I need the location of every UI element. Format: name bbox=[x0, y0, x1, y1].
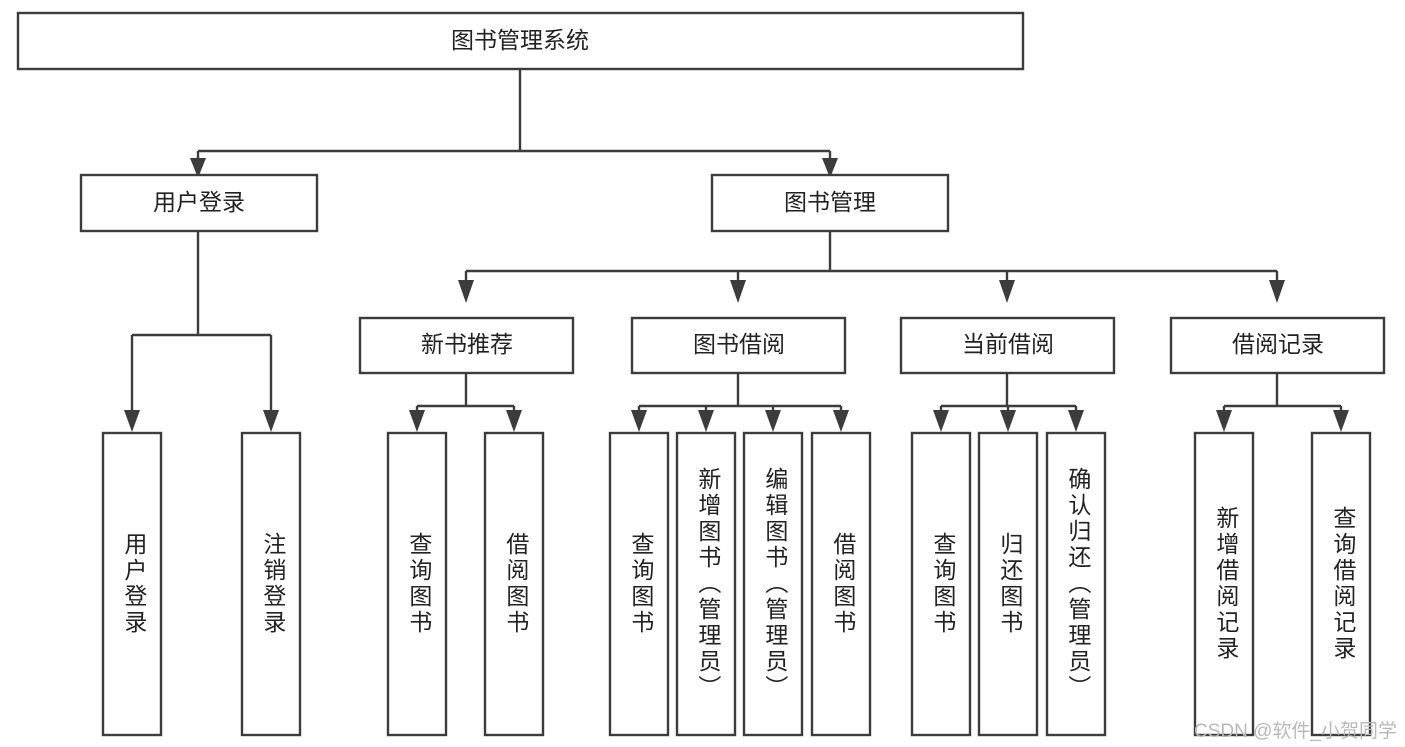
node-leaf-book-borrow-2-label: 新增图书（管理员） bbox=[695, 467, 722, 701]
node-leaf-user-login-1-label: 用户登录 bbox=[121, 532, 148, 636]
node-leaf-book-borrow-3-box[interactable] bbox=[742, 431, 804, 737]
node-root[interactable]: 图书管理系统 bbox=[16, 11, 1025, 71]
node-leaf-current-borrow-2-label: 归还图书 bbox=[997, 532, 1024, 636]
node-leaf-user-login-1-box[interactable] bbox=[101, 431, 163, 737]
arrow-leaf-bookborrow-1 bbox=[631, 410, 647, 432]
node-leaf-current-borrow-3-box[interactable] bbox=[1045, 431, 1107, 737]
arrow-bookborrow bbox=[730, 280, 746, 303]
node-leaf-current-borrow-1[interactable]: 查询图书 bbox=[910, 431, 972, 737]
node-book-borrow-label: 图书借阅 bbox=[693, 331, 785, 357]
node-leaf-new-book-rec-1[interactable]: 查询图书 bbox=[386, 431, 448, 737]
node-leaf-book-borrow-3-label: 编辑图书（管理员） bbox=[762, 467, 789, 701]
node-leaf-borrow-record-2-label: 查询借阅记录 bbox=[1330, 506, 1357, 662]
node-leaf-borrow-record-1-label: 新增借阅记录 bbox=[1213, 506, 1240, 662]
arrow-leaf-currentborrow-1 bbox=[933, 410, 949, 432]
arrow-leaf-userlogin-1 bbox=[124, 410, 140, 432]
arrow-leaf-borrowrecord-2 bbox=[1333, 410, 1349, 432]
node-book-borrow-box[interactable] bbox=[630, 316, 847, 375]
node-book-mgmt-label: 图书管理 bbox=[784, 189, 876, 215]
node-leaf-user-login-1[interactable]: 用户登录 bbox=[101, 431, 163, 737]
arrow-leaf-userlogin-2 bbox=[263, 410, 279, 432]
node-leaf-book-borrow-2[interactable]: 新增图书（管理员） bbox=[675, 431, 737, 737]
node-leaf-current-borrow-3[interactable]: 确认归还（管理员） bbox=[1045, 431, 1107, 737]
connector-layer bbox=[124, 69, 1349, 432]
node-new-book-rec-box[interactable] bbox=[358, 316, 575, 375]
node-leaf-new-book-rec-1-label: 查询图书 bbox=[406, 532, 433, 636]
node-current-borrow-box[interactable] bbox=[899, 316, 1116, 375]
node-leaf-new-book-rec-2[interactable]: 借阅图书 bbox=[483, 431, 545, 737]
arrow-leaf-newbookrec-2 bbox=[506, 410, 522, 432]
node-leaf-book-borrow-4[interactable]: 借阅图书 bbox=[810, 431, 872, 737]
node-leaf-new-book-rec-2-label: 借阅图书 bbox=[503, 532, 530, 636]
node-leaf-current-borrow-2-box[interactable] bbox=[977, 431, 1039, 737]
node-leaf-borrow-record-2[interactable]: 查询借阅记录 bbox=[1310, 431, 1372, 737]
node-leaf-user-login-2-label: 注销登录 bbox=[260, 532, 287, 636]
node-leaf-current-borrow-1-label: 查询图书 bbox=[930, 532, 957, 636]
node-user-login[interactable]: 用户登录 bbox=[79, 173, 319, 233]
node-current-borrow-label: 当前借阅 bbox=[962, 331, 1054, 357]
node-borrow-record[interactable]: 借阅记录 bbox=[1169, 316, 1386, 375]
node-leaf-current-borrow-1-box[interactable] bbox=[910, 431, 972, 737]
node-book-mgmt[interactable]: 图书管理 bbox=[710, 173, 950, 233]
node-leaf-user-login-2-box[interactable] bbox=[240, 431, 302, 737]
node-leaf-book-borrow-1[interactable]: 查询图书 bbox=[608, 431, 670, 737]
arrow-borrowrecord bbox=[1269, 280, 1285, 303]
arrow-leaf-borrowrecord-1 bbox=[1216, 410, 1232, 432]
node-leaf-current-borrow-3-label: 确认归还（管理员） bbox=[1065, 467, 1092, 701]
node-root-box[interactable] bbox=[16, 11, 1025, 71]
node-book-borrow[interactable]: 图书借阅 bbox=[630, 316, 847, 375]
node-leaf-book-borrow-4-box[interactable] bbox=[810, 431, 872, 737]
arrow-bookmgmt bbox=[822, 158, 838, 178]
arrow-leaf-bookborrow-2 bbox=[698, 410, 714, 432]
arrow-newbookrec bbox=[458, 280, 474, 303]
node-user-login-label: 用户登录 bbox=[153, 189, 245, 215]
arrow-leaf-bookborrow-3 bbox=[765, 410, 781, 432]
node-new-book-rec-label: 新书推荐 bbox=[421, 331, 513, 357]
node-leaf-user-login-2[interactable]: 注销登录 bbox=[240, 431, 302, 737]
node-leaf-book-borrow-2-box[interactable] bbox=[675, 431, 737, 737]
node-borrow-record-label: 借阅记录 bbox=[1232, 331, 1324, 357]
node-leaf-book-borrow-4-label: 借阅图书 bbox=[830, 532, 857, 636]
arrow-leaf-currentborrow-3 bbox=[1068, 410, 1084, 432]
arrow-userlogin bbox=[190, 158, 206, 178]
node-leaf-book-borrow-1-label: 查询图书 bbox=[628, 532, 655, 636]
node-leaf-book-borrow-1-box[interactable] bbox=[608, 431, 670, 737]
node-root-label: 图书管理系统 bbox=[451, 27, 589, 53]
arrow-currentborrow bbox=[999, 280, 1015, 303]
node-leaf-borrow-record-1-box[interactable] bbox=[1193, 431, 1255, 737]
node-borrow-record-box[interactable] bbox=[1169, 316, 1386, 375]
node-leaf-new-book-rec-1-box[interactable] bbox=[386, 431, 448, 737]
node-new-book-rec[interactable]: 新书推荐 bbox=[358, 316, 575, 375]
node-leaf-new-book-rec-2-box[interactable] bbox=[483, 431, 545, 737]
node-leaf-borrow-record-1[interactable]: 新增借阅记录 bbox=[1193, 431, 1255, 737]
node-book-mgmt-box[interactable] bbox=[710, 173, 950, 233]
node-leaf-book-borrow-3[interactable]: 编辑图书（管理员） bbox=[742, 431, 804, 737]
node-current-borrow[interactable]: 当前借阅 bbox=[899, 316, 1116, 375]
arrow-leaf-newbookrec-1 bbox=[409, 410, 425, 432]
arrow-leaf-bookborrow-4 bbox=[833, 410, 849, 432]
node-user-login-box[interactable] bbox=[79, 173, 319, 233]
node-leaf-current-borrow-2[interactable]: 归还图书 bbox=[977, 431, 1039, 737]
node-leaf-borrow-record-2-box[interactable] bbox=[1310, 431, 1372, 737]
arrow-leaf-currentborrow-2 bbox=[1000, 410, 1016, 432]
